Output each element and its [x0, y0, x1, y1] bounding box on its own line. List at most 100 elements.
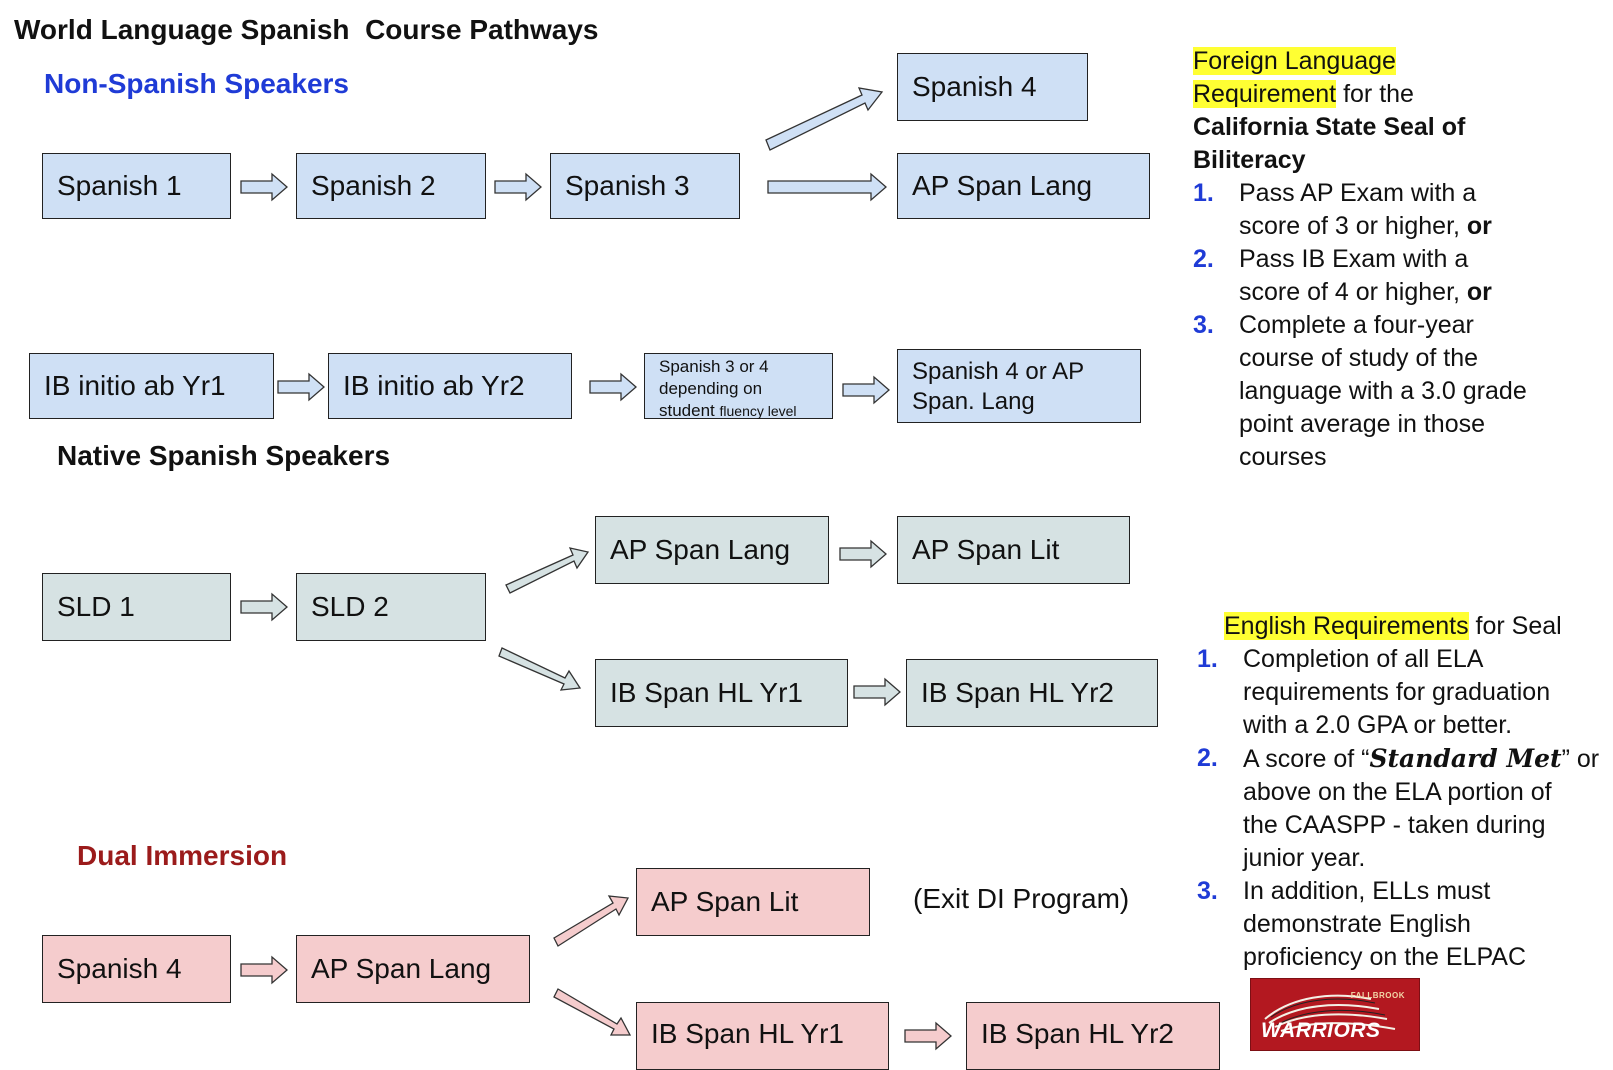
box-text: student: [659, 401, 720, 421]
list-text: In addition, ELLs must demonstrate Engli…: [1243, 875, 1526, 974]
list-item: 3. In addition, ELLs must demonstrate En…: [1197, 875, 1613, 974]
list-number: 2.: [1197, 744, 1218, 772]
seal-title: Biliteracy: [1193, 146, 1306, 174]
logo-small-text: FALLBROOK: [1350, 991, 1405, 1000]
list-number: 2.: [1193, 245, 1214, 273]
list-line: Complete a four-year: [1239, 311, 1474, 339]
course-spanish-3: Spanish 3: [550, 153, 740, 219]
exit-di-note: (Exit DI Program): [913, 883, 1130, 914]
arrow-di-aplang-to-aplit: [553, 895, 630, 947]
list-number: 1.: [1193, 179, 1214, 207]
standard-met-emphasis: Standard Met: [1369, 744, 1562, 773]
arrow-ibhl1-to-ibhl2: [853, 677, 901, 707]
list-line: junior year.: [1243, 844, 1366, 872]
list-text: score of 3 or higher,: [1239, 212, 1467, 240]
list-line: Pass AP Exam with a: [1239, 179, 1477, 207]
list-line: In addition, ELLs must: [1243, 877, 1491, 905]
course-di-ap-span-lang: AP Span Lang: [296, 935, 530, 1003]
list-line: score of 4 or higher, or: [1239, 276, 1492, 309]
course-spanish-2: Spanish 2: [296, 153, 486, 219]
course-native-ap-span-lang: AP Span Lang: [595, 516, 829, 584]
arrow-ib1-to-ib2: [277, 372, 325, 402]
arrow-sld2-to-ibhl1: [498, 647, 582, 691]
arrow-span34-to-span4ap: [842, 375, 890, 405]
course-spanish-4: Spanish 4: [897, 53, 1088, 121]
list-line: with a 2.0 GPA or better.: [1243, 711, 1513, 739]
page-title: World Language Spanish Course Pathways: [14, 14, 599, 45]
course-spanish-4-or-ap: Spanish 4 or AP Span. Lang: [897, 349, 1141, 423]
list-item: 1. Pass AP Exam with a score of 3 or hig…: [1193, 177, 1613, 243]
course-ib-initio-yr2: IB initio ab Yr2: [328, 353, 572, 419]
foreign-req-list: 1. Pass AP Exam with a score of 3 or hig…: [1193, 177, 1613, 474]
panel-text: for Seal: [1468, 612, 1562, 640]
list-item: 3. Complete a four-year course of study …: [1193, 309, 1613, 474]
list-line: above on the ELA portion of: [1243, 778, 1552, 806]
logo-big-text: WARRIORS: [1261, 1019, 1381, 1042]
box-line: depending on: [659, 379, 763, 399]
list-text: ” or: [1561, 745, 1600, 773]
list-line: score of 3 or higher, or: [1239, 210, 1492, 243]
list-line: language with a 3.0 grade: [1239, 377, 1527, 405]
list-item: 1. Completion of all ELA requirements fo…: [1197, 643, 1613, 742]
highlight-text: English Requirements: [1224, 612, 1469, 640]
list-line: courses: [1239, 443, 1327, 471]
box-line: student fluency level: [659, 400, 832, 422]
list-line: proficiency on the ELPAC: [1243, 943, 1527, 971]
course-spanish-1: Spanish 1: [42, 153, 231, 219]
list-line: Pass IB Exam with a: [1239, 245, 1469, 273]
panel-line: Requirement for the: [1193, 78, 1613, 111]
list-line: A score of “Standard Met” or: [1243, 742, 1599, 776]
box-text-small: fluency level: [719, 403, 797, 420]
english-requirements-heading: English Requirements for Seal: [1224, 610, 1613, 643]
list-text: A score of “: [1243, 745, 1370, 773]
list-line: course of study of the: [1239, 344, 1479, 372]
list-or: or: [1466, 212, 1492, 240]
panel-text: for the: [1336, 80, 1414, 108]
arrow-aplang-to-aplit: [839, 539, 887, 569]
english-requirements-panel: 1. Completion of all ELA requirements fo…: [1197, 643, 1613, 974]
section-non-spanish-speakers: Non-Spanish Speakers: [44, 68, 349, 99]
box-line: Spanish 4 or AP: [912, 358, 1085, 385]
list-number: 3.: [1197, 877, 1218, 905]
arrow-di-aplang-to-ibhl1: [553, 988, 632, 1036]
section-dual-immersion: Dual Immersion: [77, 840, 288, 871]
arrow-span3-to-ap: [767, 172, 887, 202]
list-text: Complete a four-year course of study of …: [1239, 309, 1527, 474]
list-text: Pass AP Exam with a score of 3 or higher…: [1239, 177, 1492, 243]
list-text: Completion of all ELA requirements for g…: [1243, 643, 1550, 742]
english-req-list: 1. Completion of all ELA requirements fo…: [1197, 643, 1613, 974]
course-native-ib-span-hl-yr2: IB Span HL Yr2: [906, 659, 1158, 727]
course-ap-span-lang: AP Span Lang: [897, 153, 1150, 219]
course-sld-1: SLD 1: [42, 573, 231, 641]
course-di-ib-span-hl-yr1: IB Span HL Yr1: [636, 1002, 889, 1070]
list-or: or: [1466, 278, 1492, 306]
course-di-spanish-4: Spanish 4: [42, 935, 231, 1003]
course-di-ib-span-hl-yr2: IB Span HL Yr2: [966, 1002, 1220, 1070]
box-line: Span. Lang: [912, 388, 1035, 415]
list-line: requirements for graduation: [1243, 678, 1551, 706]
highlight-text: Foreign Language: [1193, 47, 1396, 75]
arrow-sld2-to-aplang: [505, 547, 590, 594]
arrow-span3-to-span4: [765, 87, 884, 151]
list-line: demonstrate English: [1243, 910, 1471, 938]
course-native-ap-span-lit: AP Span Lit: [897, 516, 1130, 584]
box-line: Spanish 3 or 4: [659, 357, 769, 376]
headdress-icon: [1264, 994, 1396, 1032]
arrow-ib2-to-span34: [589, 372, 637, 402]
list-item: 2. Pass IB Exam with a score of 4 or hig…: [1193, 243, 1613, 309]
highlight-text: Requirement: [1193, 80, 1337, 108]
arrow-span1-to-span2: [240, 172, 288, 202]
section-native-spanish-speakers: Native Spanish Speakers: [57, 440, 391, 471]
list-line: point average in those: [1239, 410, 1486, 438]
foreign-language-requirement-panel: Foreign Language Requirement for the Cal…: [1193, 45, 1613, 474]
list-number: 3.: [1193, 311, 1214, 339]
arrow-sld1-to-sld2: [240, 592, 288, 622]
list-line: Completion of all ELA: [1243, 645, 1484, 673]
course-native-ib-span-hl-yr1: IB Span HL Yr1: [595, 659, 848, 727]
panel-line: Foreign Language: [1193, 45, 1613, 78]
list-item: 2. A score of “Standard Met” or above on…: [1197, 742, 1613, 875]
list-number: 1.: [1197, 645, 1218, 673]
arrow-di-ibhl1-to-ibhl2: [904, 1021, 952, 1051]
list-text: score of 4 or higher,: [1239, 278, 1467, 306]
